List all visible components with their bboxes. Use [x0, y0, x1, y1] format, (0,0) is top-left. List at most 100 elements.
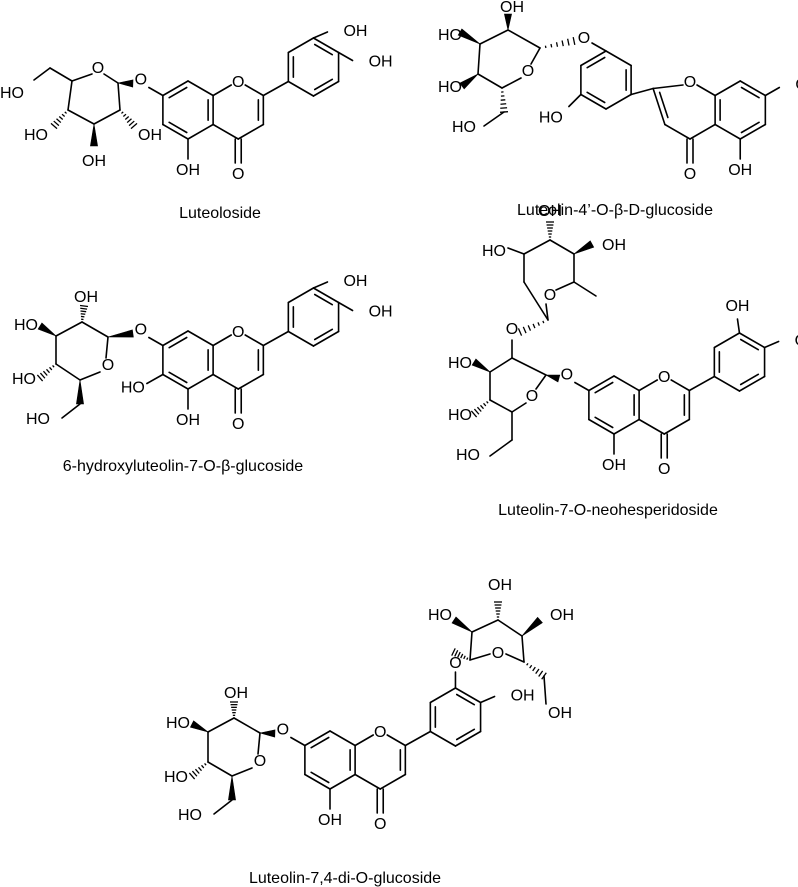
bond [304, 773, 331, 790]
double-bond-inner [313, 43, 334, 56]
bond [329, 773, 356, 790]
bond [613, 418, 640, 435]
double-bond-inner [586, 91, 606, 104]
hash-stroke [550, 43, 553, 48]
double-bond-inner [313, 293, 334, 306]
bond [652, 87, 666, 126]
hash-stroke [500, 107, 508, 109]
hashed-bond [451, 648, 469, 660]
wedge-bond [521, 616, 543, 637]
hashed-bond [79, 304, 89, 321]
atom-label: OH [728, 162, 752, 179]
atom-label: OH [538, 203, 562, 220]
bond [652, 84, 684, 90]
bond [489, 399, 513, 413]
bond [764, 86, 781, 97]
bond [379, 773, 407, 790]
hash-stroke [45, 368, 51, 374]
bond [763, 340, 780, 349]
atom-label: HO [452, 119, 476, 136]
structure-luteolin-4-glucoside: OHOOOOHOHOOHHOHOHO [438, 0, 798, 183]
wedge-bond [544, 374, 561, 383]
hash-stroke [479, 404, 485, 410]
atom-label: O [277, 722, 289, 739]
atom-label: HO [164, 769, 188, 786]
double-bond-inner [168, 86, 188, 99]
atom-label: OH [224, 685, 248, 702]
bond [429, 687, 457, 704]
wedge-bond [459, 73, 479, 90]
hash-stroke [527, 325, 532, 331]
hashed-bond [470, 401, 489, 418]
bond [212, 373, 240, 390]
hashed-bond [121, 111, 138, 130]
wedge-bond [228, 775, 236, 801]
bond [479, 29, 509, 45]
bond [738, 332, 766, 349]
bond [287, 37, 315, 54]
atom-label: HO [12, 371, 36, 388]
bond [469, 631, 473, 661]
bond [337, 51, 354, 62]
atom-label: HO [438, 79, 462, 96]
double-bond-inner [594, 416, 614, 429]
atom-label: OH [602, 237, 626, 254]
bond [81, 321, 109, 338]
bond [386, 734, 407, 747]
compound-luteolin-neohesperidoside: OOOHOHOHOOHOHOHOOOHOOHOH Luteolin-7-O-ne… [448, 203, 798, 519]
bond [237, 373, 265, 390]
atom-label: OH [176, 412, 200, 429]
bond [605, 93, 632, 110]
wedge-bond [76, 379, 84, 405]
hashed-bond [546, 221, 554, 238]
atom-label: OH [82, 153, 106, 170]
bond [103, 73, 119, 84]
bond [67, 80, 73, 111]
hash-stroke [52, 365, 55, 368]
hash-stroke [470, 410, 478, 418]
bond [501, 77, 522, 89]
bond [329, 730, 356, 747]
atom-label: OH [369, 54, 393, 71]
atom-label: O [506, 321, 518, 338]
bond [454, 730, 482, 747]
double-bond-inner [455, 693, 476, 706]
atom-label: HO [539, 110, 563, 127]
atom-label: OH [725, 298, 749, 315]
hashed-bond [517, 320, 545, 336]
caption-luteolin-4-glucoside: Luteolin-4’-O-β-D-glucoside [517, 202, 713, 219]
bond [454, 687, 482, 704]
atom-label: OH [343, 273, 367, 290]
hash-stroke [572, 36, 576, 46]
bond [49, 67, 73, 82]
double-bond-inner [658, 91, 669, 119]
atom-label: OH [500, 0, 524, 16]
double-bond-inner [313, 328, 334, 341]
bond [404, 730, 432, 747]
hash-stroke [460, 653, 464, 659]
bond [591, 42, 607, 52]
bond [207, 761, 233, 777]
atom-label: HO [14, 317, 38, 334]
double-bond-inner [740, 86, 760, 99]
hash-stroke [535, 668, 540, 675]
bond [670, 379, 691, 392]
atom-label: OH [795, 333, 798, 350]
bond [477, 43, 481, 75]
caption-luteolin-di-glucoside: Luteolin-7,4-di-O-glucoside [249, 870, 441, 887]
atom-label: HO [26, 411, 50, 428]
hash-stroke [567, 38, 570, 46]
atom-label: O [374, 816, 386, 833]
bond [187, 330, 214, 347]
bond [213, 799, 233, 815]
double-bond-inner [586, 56, 606, 69]
double-bond-inner [455, 728, 476, 741]
structure-luteolin-neohesperidoside: OOOHOHOHOOHOHOHOOOHOOHOH [448, 203, 798, 478]
bond [187, 80, 214, 97]
bond [574, 381, 590, 392]
bond [287, 80, 315, 97]
wedge-bond [107, 329, 134, 338]
